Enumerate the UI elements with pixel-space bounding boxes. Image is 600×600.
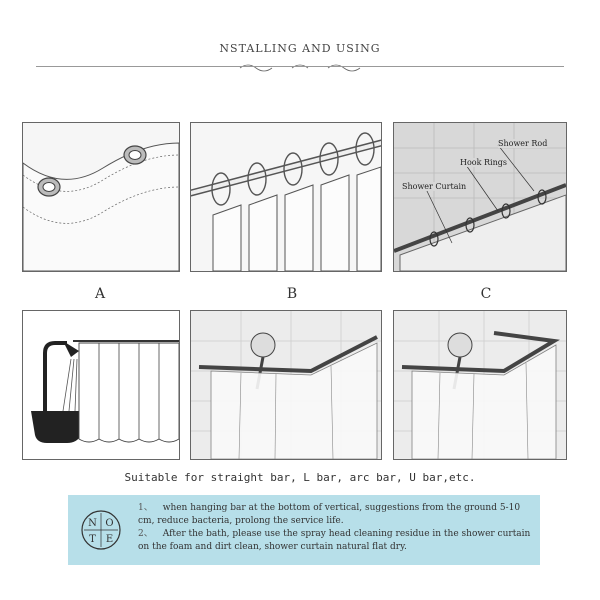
note-item-text: when hanging bar at the bottom of vertic… xyxy=(138,503,521,526)
note-seal-icon: N O T E xyxy=(81,510,121,550)
panel-b-rings-illustration xyxy=(190,122,382,272)
note-seal-letter-n: N xyxy=(88,518,97,529)
title-rule xyxy=(36,66,564,67)
label-shower-rod: Shower Rod xyxy=(498,139,548,148)
panel-u-bar-illustration xyxy=(393,310,567,460)
note-text: 1、when hanging bar at the bottom of vert… xyxy=(138,502,533,554)
panel-l-bar-illustration xyxy=(190,310,382,460)
page-title: NSTALLING AND USING xyxy=(219,42,381,55)
note-seal-letter-e: E xyxy=(106,534,113,545)
note-item-number: 1、 xyxy=(138,503,153,513)
note-item: 2、After the bath, please use the spray h… xyxy=(138,528,533,554)
label-shower-curtain: Shower Curtain xyxy=(402,182,467,191)
note-seal-letter-t: T xyxy=(89,534,96,545)
label-hook-rings: Hook Rings xyxy=(460,158,507,167)
panel-b-letter: B xyxy=(286,286,298,302)
suitable-bars-text: Suitable for straight bar, L bar, arc ba… xyxy=(124,471,476,484)
note-item: 1、when hanging bar at the bottom of vert… xyxy=(138,502,533,528)
panel-c-labeled-illustration: Shower Rod Hook Rings Shower Curtain xyxy=(393,122,567,272)
panel-a-grommet-illustration xyxy=(22,122,180,272)
panel-a-letter: A xyxy=(94,286,106,302)
note-item-number: 2、 xyxy=(138,529,153,539)
note-box: N O T E 1、when hanging bar at the bottom… xyxy=(68,495,540,565)
note-item-text: After the bath, please use the spray hea… xyxy=(138,529,531,552)
panel-c-letter: C xyxy=(480,286,492,302)
panel-straight-bar-tub-illustration xyxy=(22,310,180,460)
title-flourish-ornament xyxy=(239,64,361,72)
note-seal-letter-o: O xyxy=(105,518,113,529)
